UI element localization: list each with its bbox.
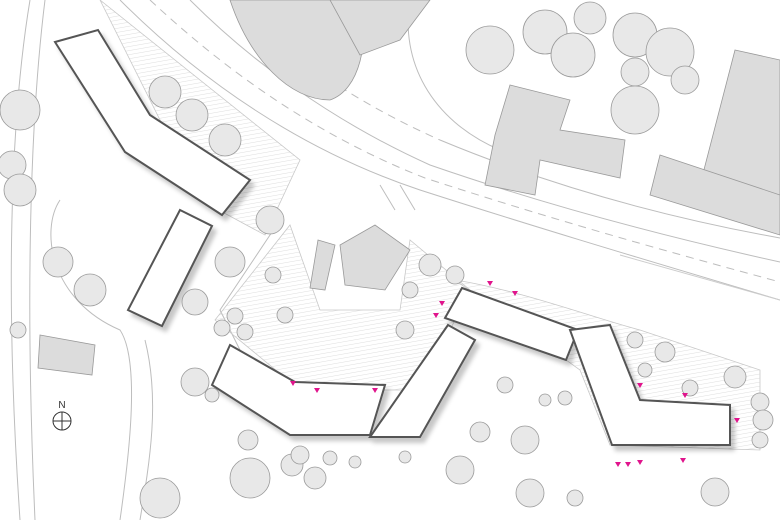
tree	[175, 98, 209, 132]
tree	[214, 246, 246, 278]
tree	[204, 387, 220, 403]
tree	[538, 393, 552, 407]
tree	[290, 445, 310, 465]
tree	[0, 89, 41, 131]
tree	[9, 321, 27, 339]
tree	[255, 205, 285, 235]
tree	[645, 27, 695, 77]
tree	[42, 246, 74, 278]
tree	[750, 392, 770, 412]
north-label: N	[58, 400, 65, 411]
tree	[515, 478, 545, 508]
tree	[496, 376, 514, 394]
tree	[236, 323, 254, 341]
tree	[510, 425, 540, 455]
tree	[681, 379, 699, 397]
tree	[264, 266, 282, 284]
tree	[139, 477, 181, 519]
tree	[751, 431, 769, 449]
entrance-markers	[290, 281, 740, 467]
entrance-marker	[314, 388, 320, 393]
building-e	[443, 286, 580, 362]
tree	[398, 450, 412, 464]
entrance-marker	[290, 381, 296, 386]
tree	[654, 341, 676, 363]
tree	[700, 477, 730, 507]
tree	[445, 455, 475, 485]
entrance-marker	[615, 462, 621, 467]
tree	[573, 1, 607, 35]
tree	[401, 281, 419, 299]
tree	[213, 319, 231, 337]
tree	[73, 273, 107, 307]
tree	[550, 32, 596, 78]
tree	[626, 331, 644, 349]
entrance-marker	[372, 388, 378, 393]
tree	[148, 75, 182, 109]
tree	[237, 429, 259, 451]
tree	[620, 57, 650, 87]
tree	[322, 450, 338, 466]
tree	[229, 457, 271, 499]
tree	[723, 365, 747, 389]
north-arrow: N	[52, 400, 72, 431]
tree	[469, 421, 491, 443]
entrance-marker	[637, 460, 643, 465]
tree	[276, 306, 294, 324]
existing-buildings	[37, 0, 780, 376]
tree	[637, 362, 653, 378]
tree	[226, 307, 244, 325]
entrance-marker	[637, 383, 643, 388]
tree	[557, 390, 573, 406]
tree	[670, 65, 700, 95]
entrance-marker	[625, 462, 631, 467]
tree	[3, 173, 37, 207]
tree	[610, 85, 660, 135]
entrance-marker	[439, 301, 445, 306]
building-f	[568, 323, 731, 446]
building-d	[368, 323, 477, 438]
tree	[208, 123, 242, 157]
entrance-marker	[512, 291, 518, 296]
tree	[418, 253, 442, 277]
tree	[752, 409, 774, 431]
tree	[445, 265, 465, 285]
tree	[395, 320, 415, 340]
entrance-marker	[680, 458, 686, 463]
entrance-marker	[433, 313, 439, 318]
entrance-marker	[682, 393, 688, 398]
tree	[348, 455, 362, 469]
building-b	[126, 208, 214, 328]
tree	[180, 367, 210, 397]
tree	[303, 466, 327, 490]
entrance-marker	[487, 281, 493, 286]
tree	[566, 489, 584, 507]
tree	[465, 25, 515, 75]
tree	[181, 288, 209, 316]
building-a	[53, 28, 252, 217]
entrance-marker	[734, 418, 740, 423]
new-buildings	[53, 28, 731, 446]
